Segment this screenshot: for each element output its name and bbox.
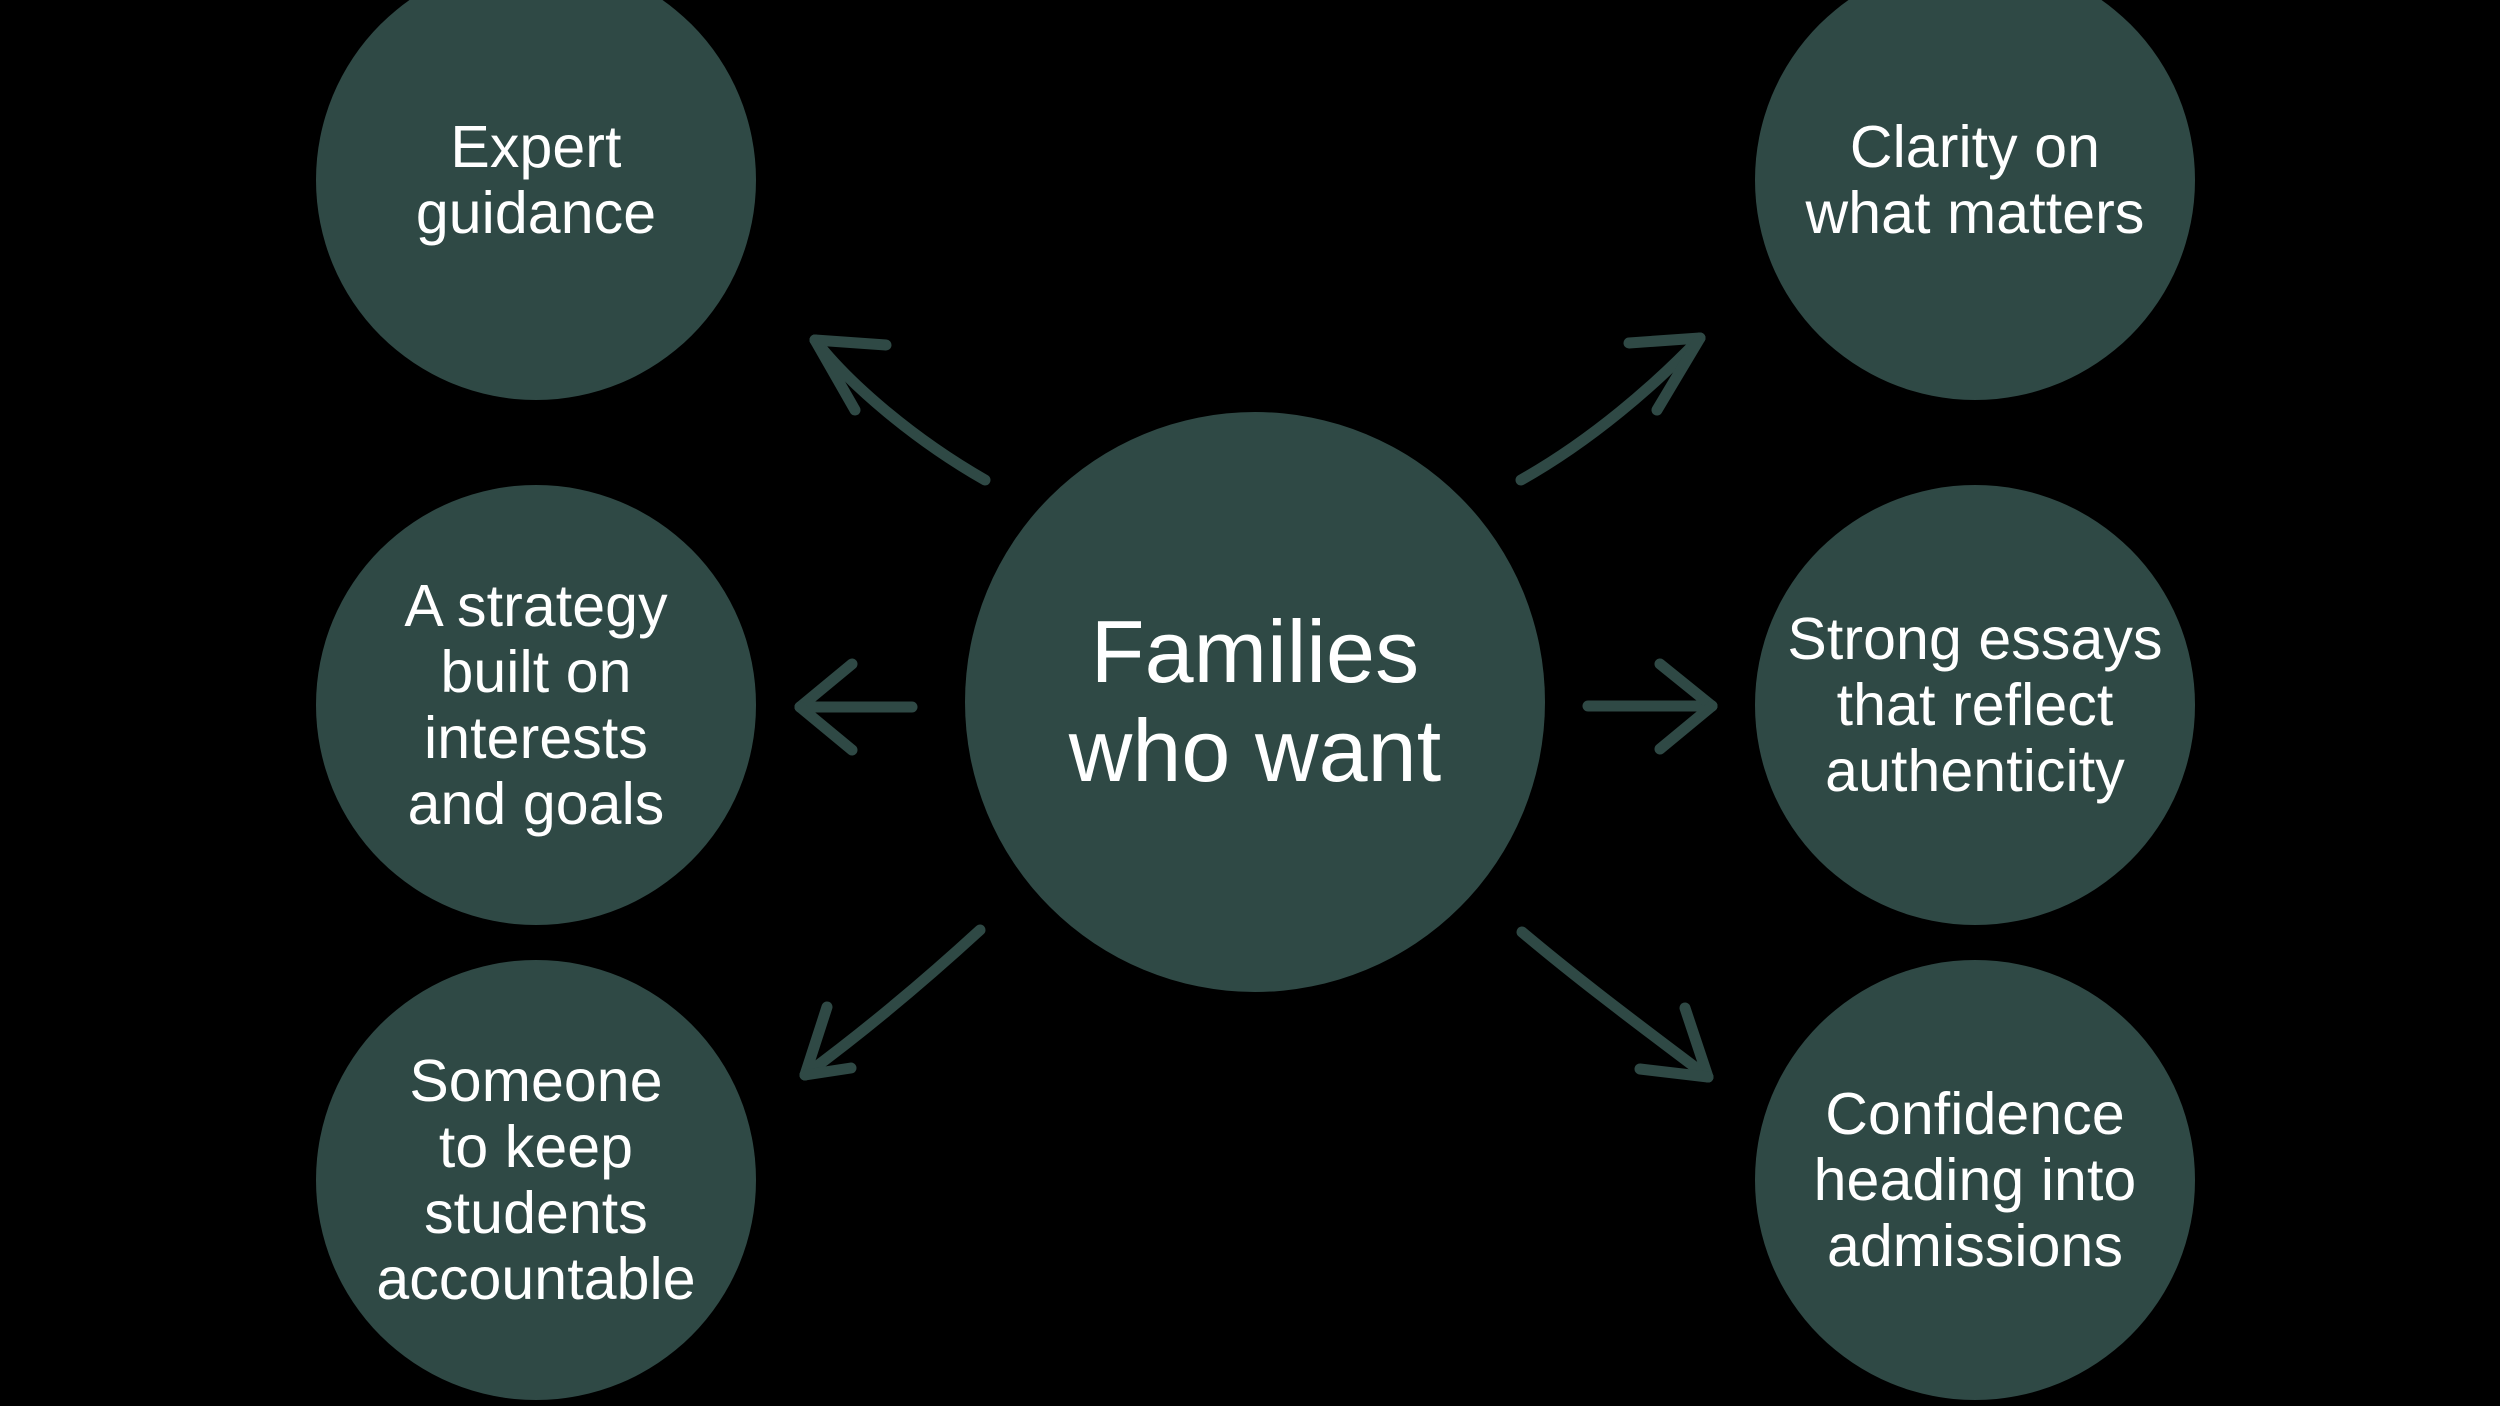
node-circle-strategy-interests-goals[interactable] <box>316 485 756 925</box>
arrow-to-essays <box>1582 658 1718 755</box>
connector-layer <box>794 332 1718 1083</box>
node-circle-confidence-admissions[interactable] <box>1755 960 2195 1400</box>
arrow-to-expert-guidance <box>809 334 991 486</box>
arrow-to-accountable <box>799 924 986 1081</box>
node-circle-clarity-what-matters[interactable] <box>1755 0 2195 400</box>
node-circle-layer <box>316 0 2195 1400</box>
node-circle-families-who-want[interactable] <box>965 412 1545 992</box>
node-circle-strong-essays-authenticity[interactable] <box>1755 485 2195 925</box>
arrow-to-strategy <box>794 658 918 756</box>
node-circle-expert-guidance[interactable] <box>316 0 756 400</box>
node-circle-students-accountable[interactable] <box>316 960 756 1400</box>
arrow-to-clarity <box>1515 332 1706 486</box>
arrow-to-confidence <box>1516 926 1714 1083</box>
